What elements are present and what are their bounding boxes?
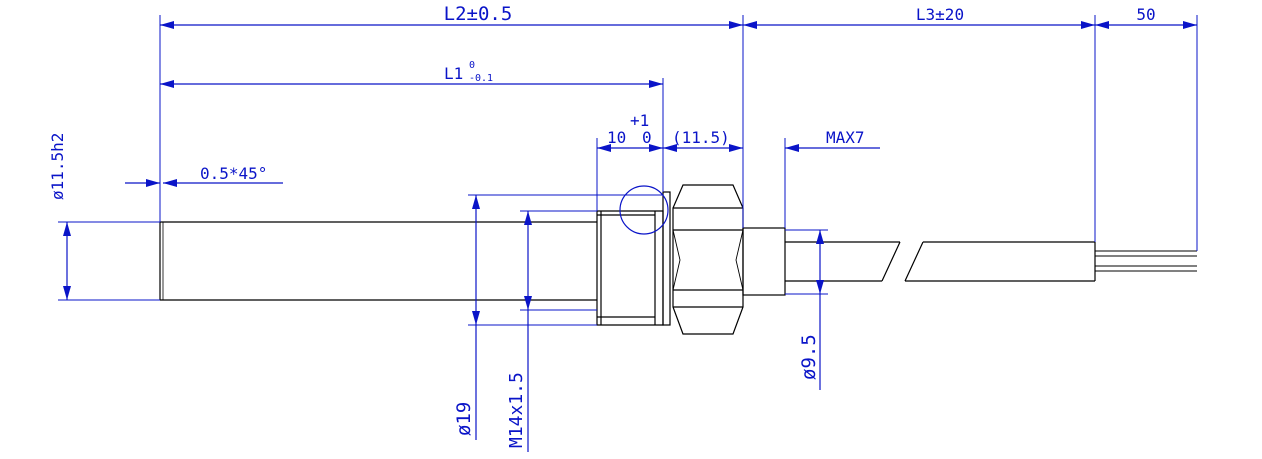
flange-plate xyxy=(662,191,671,326)
dim-l3-label: L3±20 xyxy=(916,5,964,24)
dimension-lines xyxy=(63,21,1197,452)
dim-chamfer-label: 0.5*45° xyxy=(200,164,267,183)
cable-sheath xyxy=(785,241,901,282)
dim-l2-label: L2±0.5 xyxy=(444,3,513,25)
extension-lines xyxy=(58,15,1198,326)
dim-body-dia-label: ø11.5h2 xyxy=(48,133,67,200)
dim-thread-label: M14x1.5 xyxy=(506,372,527,448)
part-outline xyxy=(159,184,1197,335)
dim-cable-dia-label: ø9.5 xyxy=(798,334,820,380)
cable-boss xyxy=(742,227,786,296)
hex-nut xyxy=(672,184,744,335)
dim-max7-label: MAX7 xyxy=(826,128,865,147)
dim-lead-label: 50 xyxy=(1136,5,1155,24)
dim-thread-len-label: 10 xyxy=(607,128,626,147)
dim-thread-len-tol: 0 xyxy=(642,128,652,147)
dim-l1-upper-tol: 0 xyxy=(469,60,475,71)
dim-l1-lower-tol: -0.1 xyxy=(469,73,493,84)
threaded-section xyxy=(596,210,664,326)
detail-circle xyxy=(619,185,669,235)
dim-l1-label: L1 xyxy=(444,64,463,83)
heater-body xyxy=(159,221,597,301)
dim-hex-len-label: (11.5) xyxy=(672,128,730,147)
dim-tol-plus: +1 xyxy=(630,111,649,130)
dim-hex-dia-label: ø19 xyxy=(453,402,475,436)
lead-wires xyxy=(1095,250,1197,272)
